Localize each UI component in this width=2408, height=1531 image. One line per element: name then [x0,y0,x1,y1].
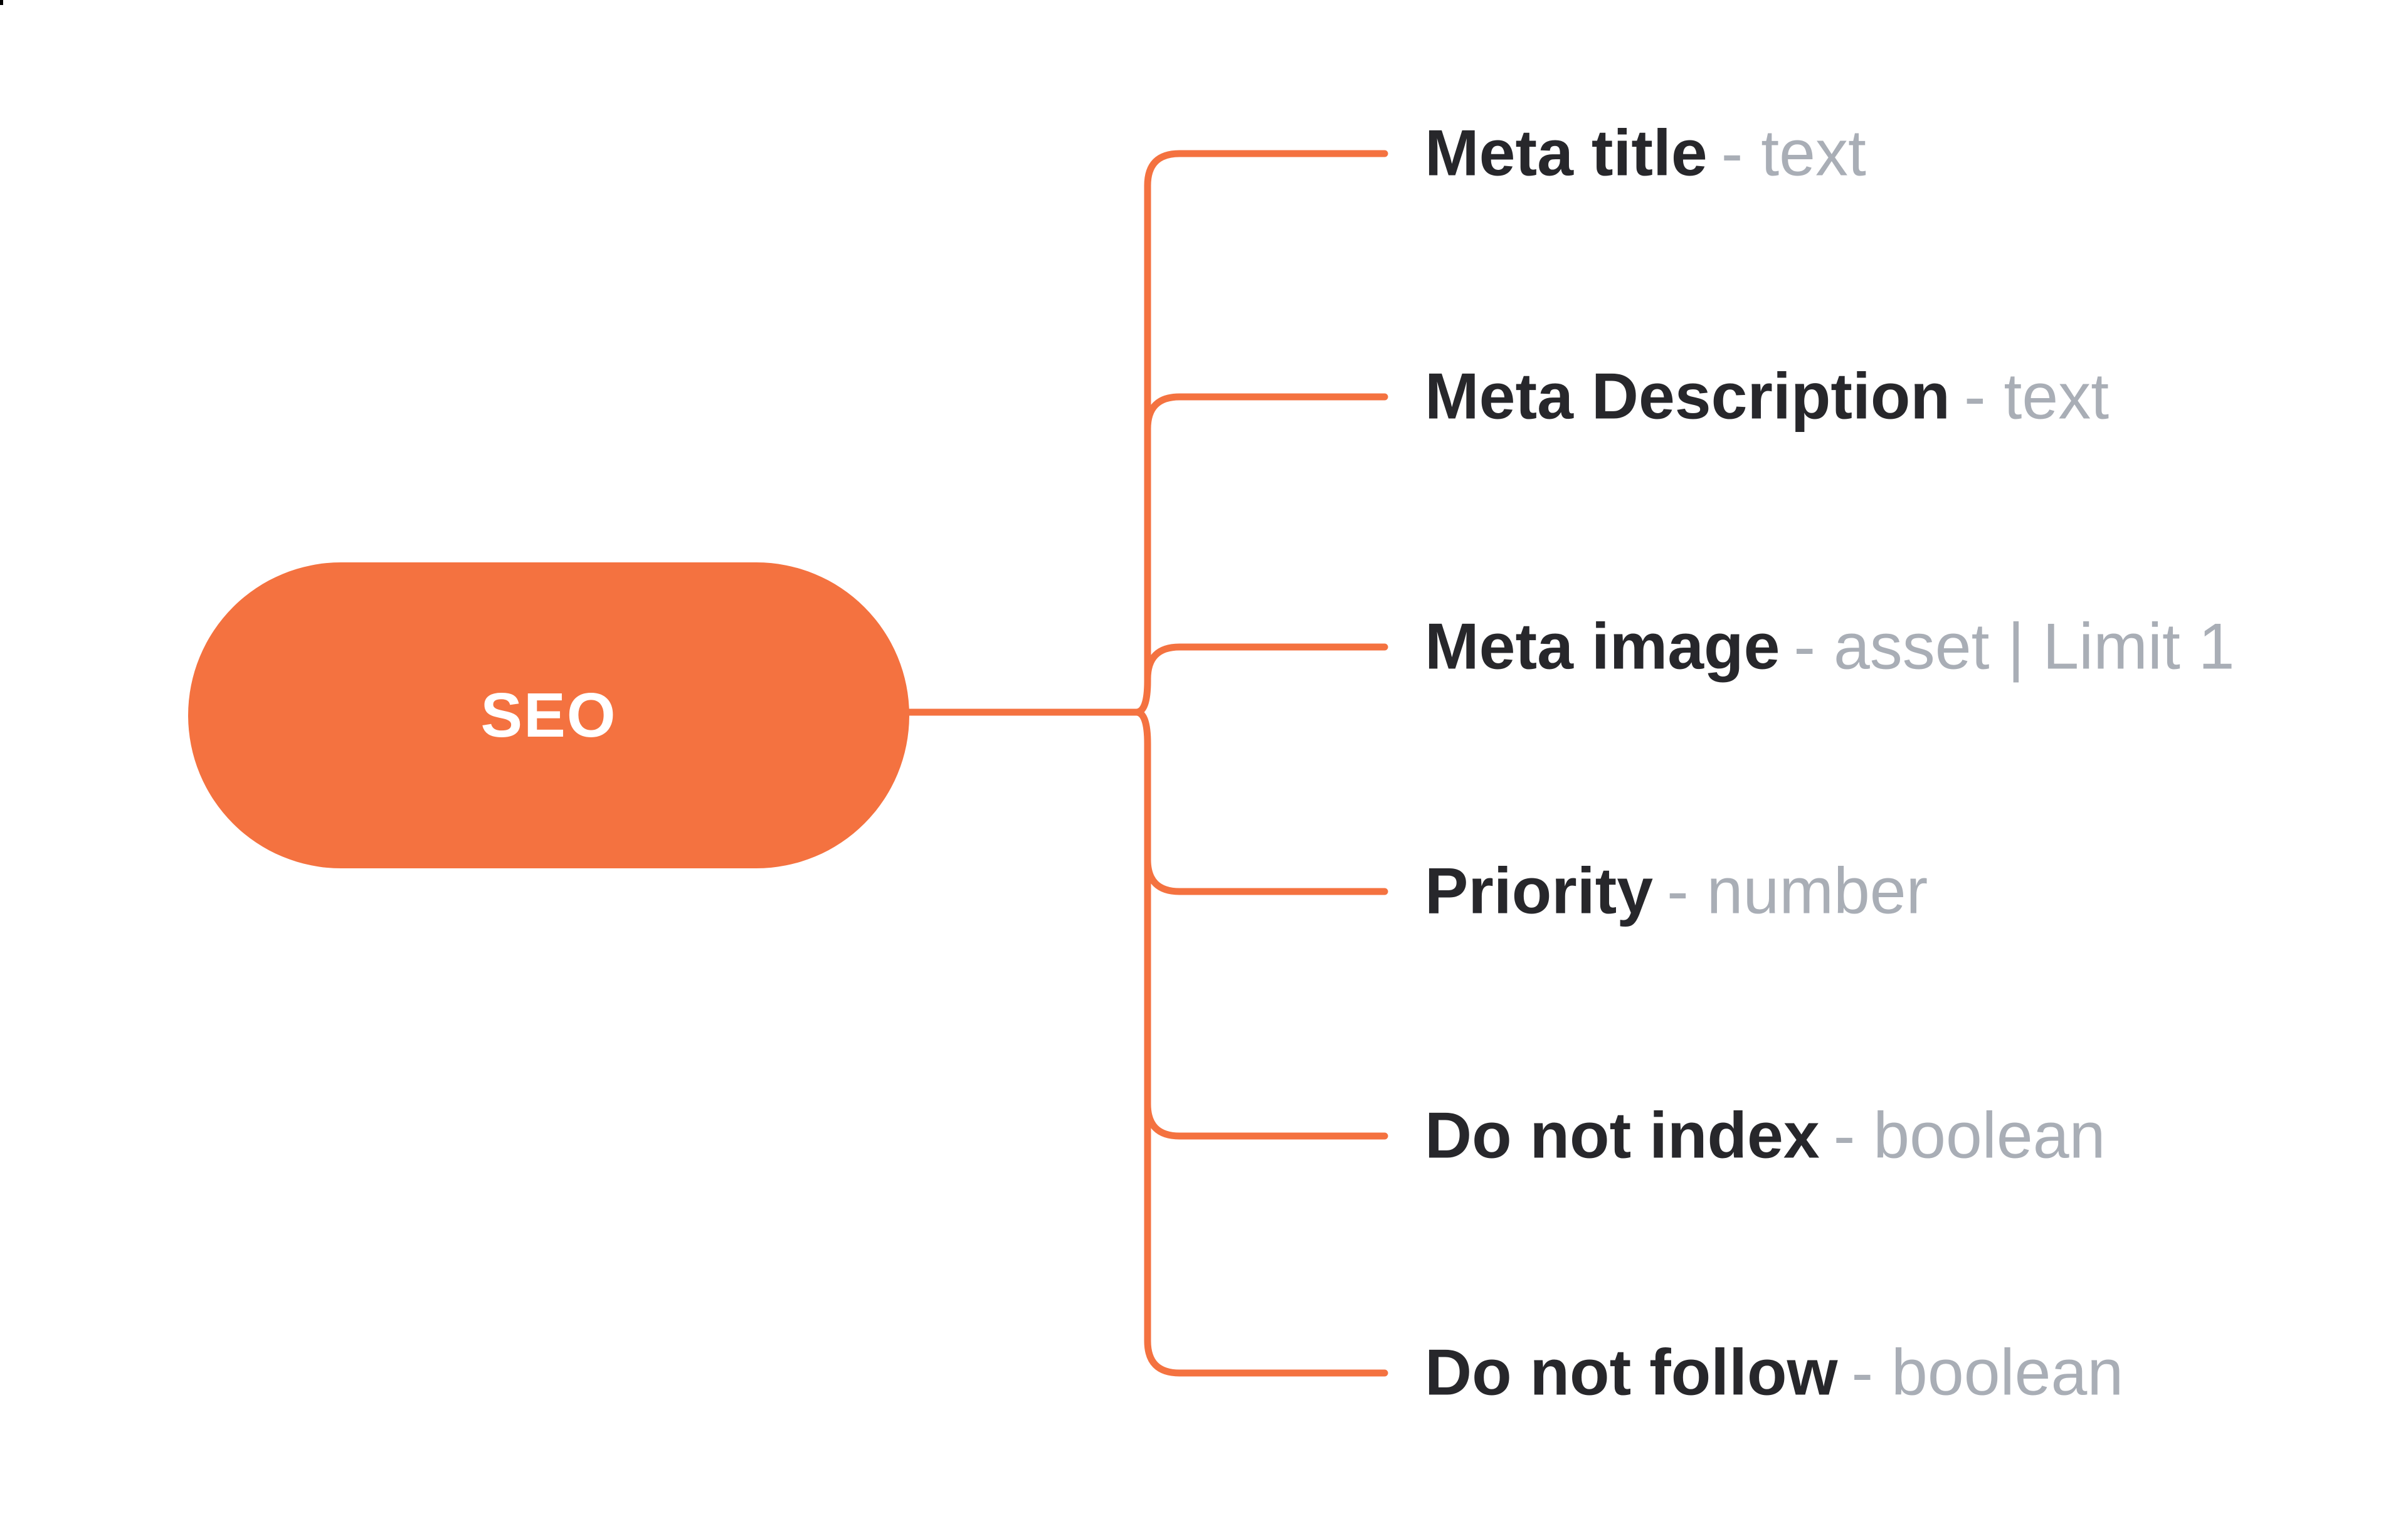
root-node-label: SEO [480,680,617,750]
field-type: - number [1667,855,1928,928]
connector-branch-priority [1144,856,1388,895]
field-name: Meta image [1425,610,1780,683]
field-type: - boolean [1833,1099,2106,1172]
field-name: Do not follow [1425,1336,1838,1409]
connector-branch-meta-description [1144,393,1388,433]
root-node-seo[interactable]: SEO [188,562,909,868]
field-name: Meta title [1425,117,1708,190]
field-node-meta-title[interactable]: Meta title- text [1425,115,1866,193]
field-node-do-not-follow[interactable]: Do not follow- boolean [1425,1334,2123,1413]
field-type: - text [1963,360,2110,433]
screenshot-corner-artifact [0,0,3,5]
field-type: - boolean [1851,1336,2124,1409]
field-name: Do not index [1425,1099,1820,1172]
field-node-do-not-index[interactable]: Do not index- boolean [1425,1097,2105,1176]
field-type: - asset | Limit 1 [1793,610,2235,683]
connector-branch-meta-title [1133,150,1388,716]
connector-branch-do-not-follow [1133,708,1388,1377]
field-type: - text [1721,117,1866,190]
field-node-meta-description[interactable]: Meta Description- text [1425,358,2109,436]
field-name: Priority [1425,855,1654,928]
field-node-meta-image[interactable]: Meta image- asset | Limit 1 [1425,608,2235,687]
connector-branch-meta-image [1144,643,1388,683]
field-name: Meta Description [1425,360,1950,433]
connector-branch-do-not-index [1144,1100,1388,1140]
field-node-priority[interactable]: Priority- number [1425,853,1928,931]
